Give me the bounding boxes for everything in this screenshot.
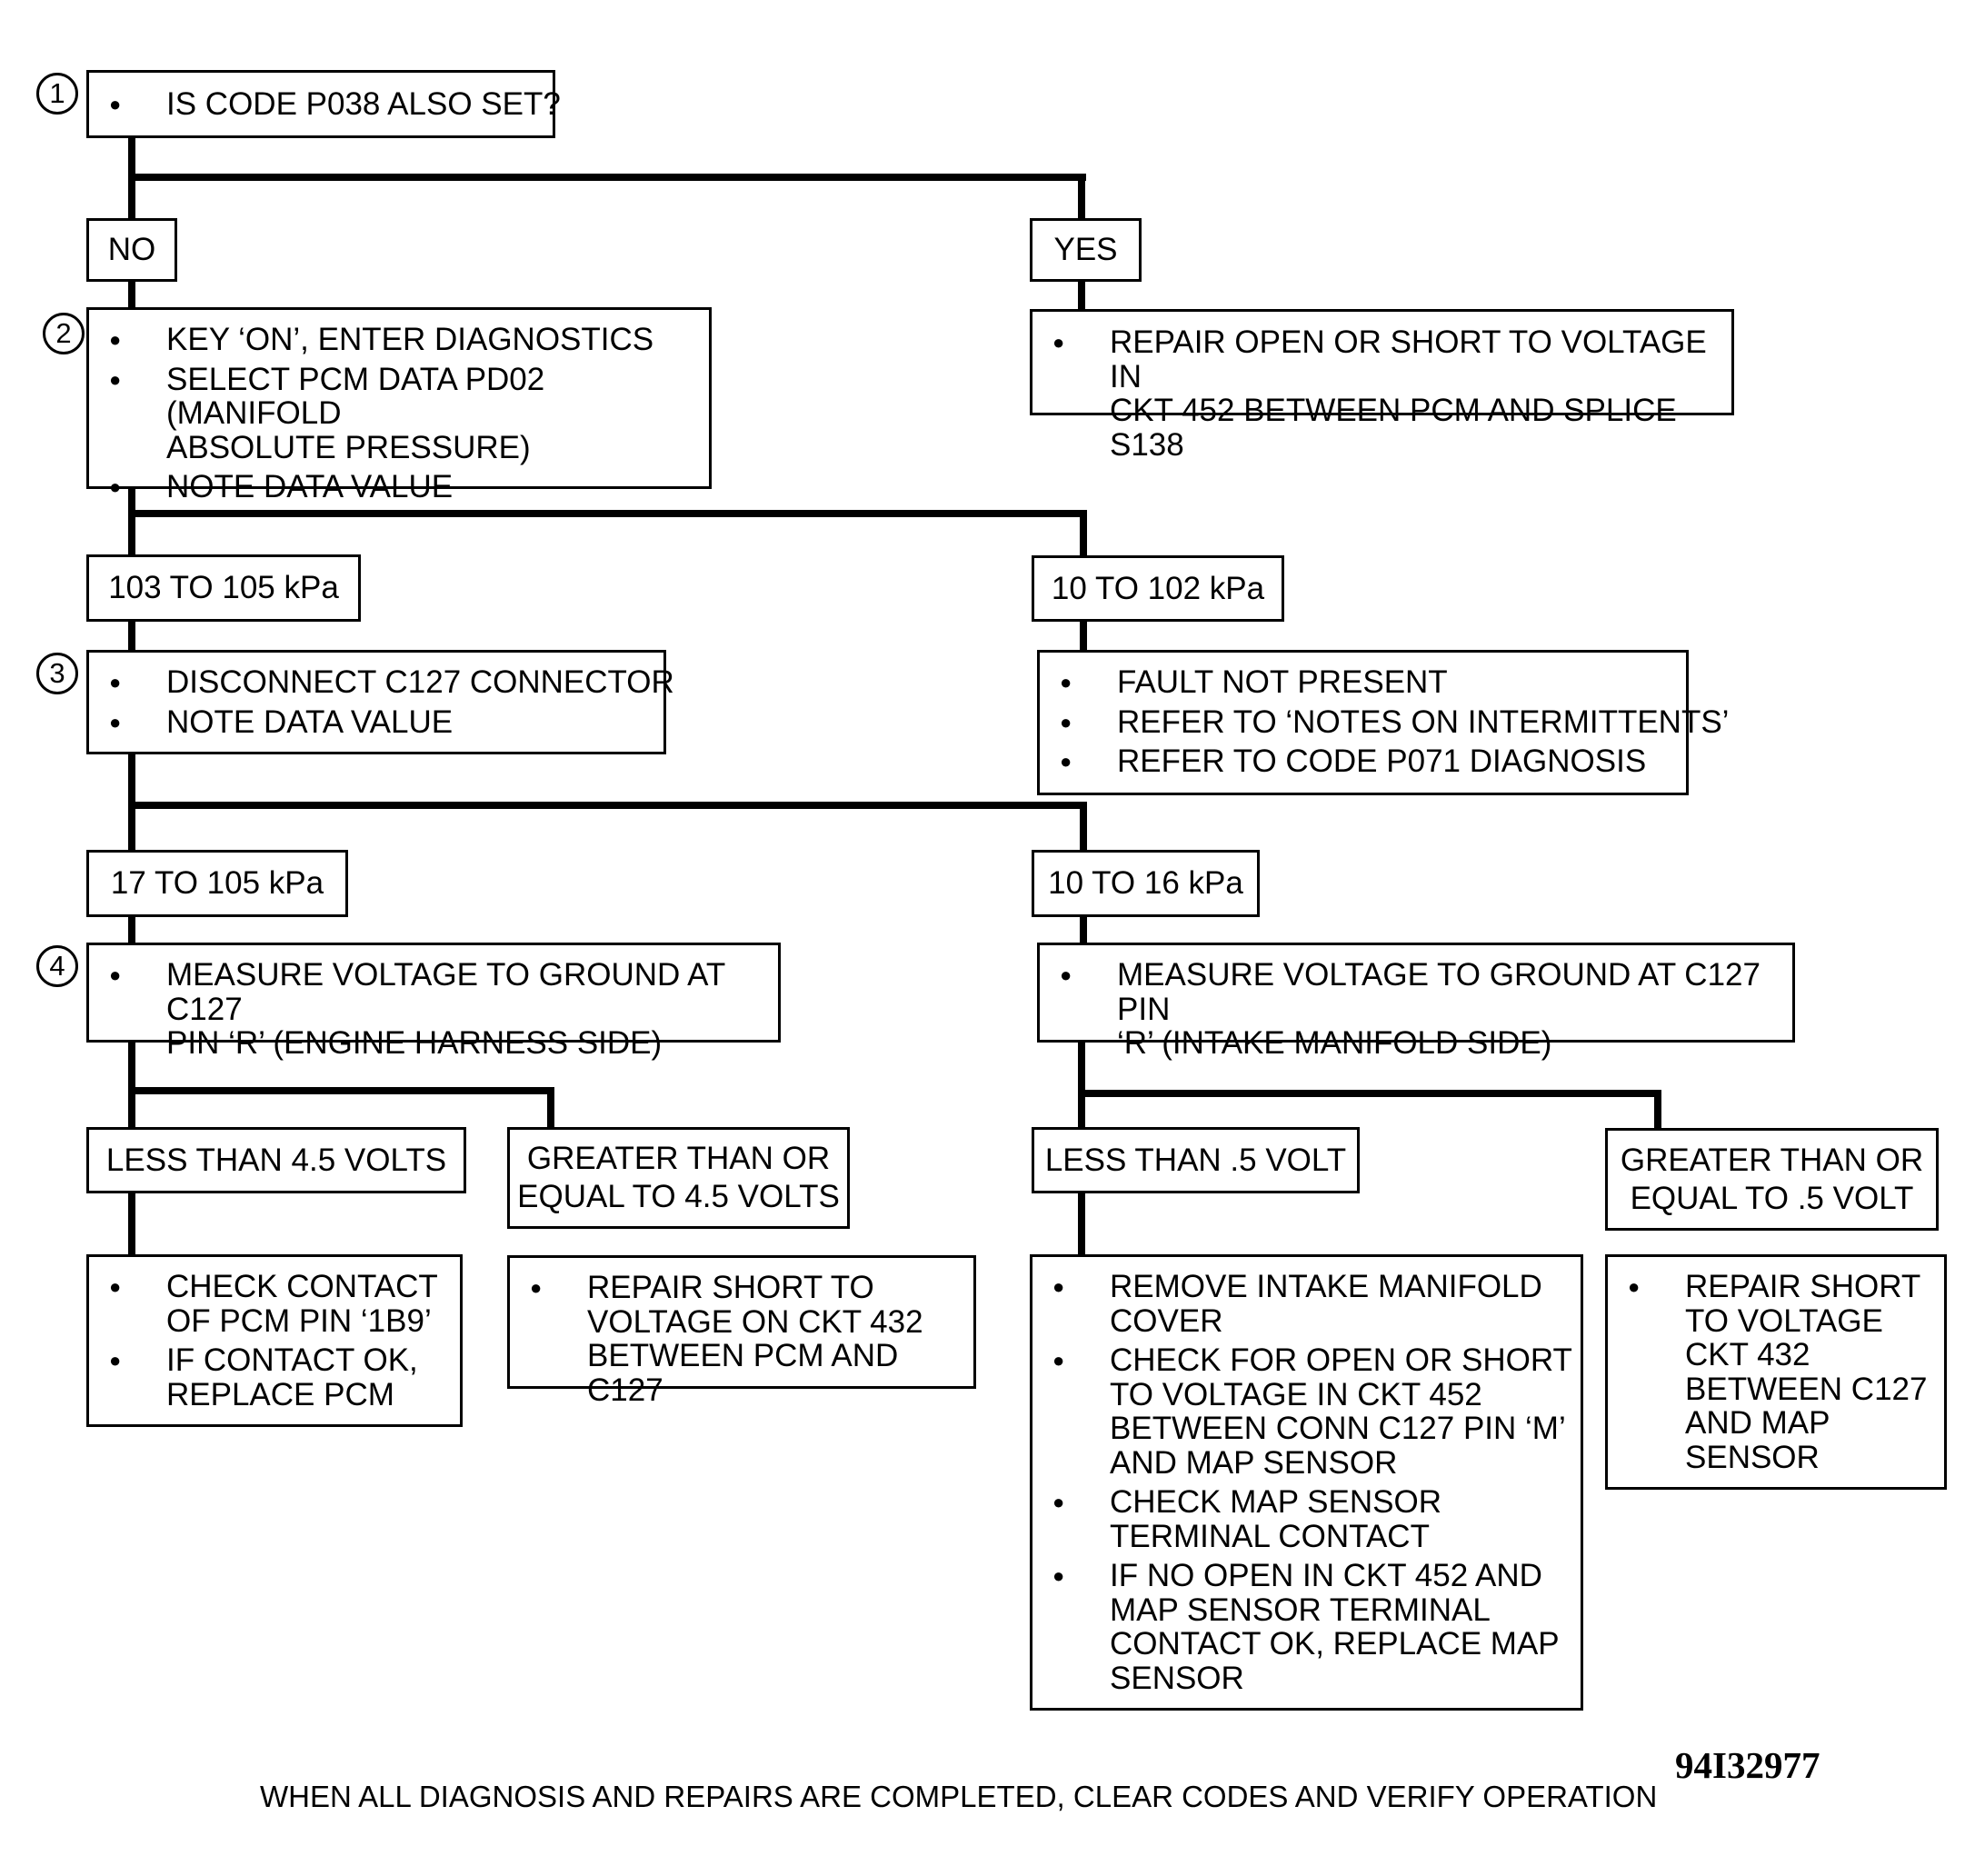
step-2-item: SELECT PCM DATA PD02 (MANIFOLD ABSOLUTE … xyxy=(89,362,709,465)
step-1-items: IS CODE P038 ALSO SET? xyxy=(89,87,561,122)
step-4-box: MEASURE VOLTAGE TO GROUND AT C127 PIN ‘R… xyxy=(86,943,781,1060)
repair-ckt432-pcm-box: REPAIR SHORT TO VOLTAGE ON CKT 432 BETWE… xyxy=(507,1255,976,1407)
step-1-item: IS CODE P038 ALSO SET? xyxy=(89,87,561,122)
measure-intake-side-box: MEASURE VOLTAGE TO GROUND AT C127 PIN ‘R… xyxy=(1037,943,1795,1060)
branch-10-16-kpa: 10 TO 16 kPa xyxy=(1032,850,1260,917)
step-2-items: KEY ‘ON’, ENTER DIAGNOSTICS SELECT PCM D… xyxy=(89,323,709,504)
branch-17-105-kpa: 17 TO 105 kPa xyxy=(86,850,348,917)
fault-not-present-item: REFER TO CODE P071 DIAGNOSIS xyxy=(1040,744,1686,779)
fault-not-present-item: REFER TO ‘NOTES ON INTERMITTENTS’ xyxy=(1040,704,1729,740)
step-1-question: IS CODE P038 ALSO SET? xyxy=(86,70,561,138)
step-3-item: DISCONNECT C127 CONNECTOR xyxy=(89,665,674,700)
measure-intake-side-item: MEASURE VOLTAGE TO GROUND AT C127 PIN ‘R… xyxy=(1040,958,1792,1061)
step-2-number: 2 xyxy=(43,313,85,354)
branch-yes: YES xyxy=(1030,218,1142,282)
branch-103-105-kpa: 103 TO 105 kPa xyxy=(86,554,361,622)
remove-cover-item: REMOVE INTAKE MANIFOLD COVER xyxy=(1032,1270,1581,1338)
remove-cover-item: IF NO OPEN IN CKT 452 AND MAP SENSOR TER… xyxy=(1032,1559,1581,1695)
step-3-box: DISCONNECT C127 CONNECTOR NOTE DATA VALU… xyxy=(86,650,674,754)
step-4-number: 4 xyxy=(36,945,78,987)
check-pcm-contact-items: CHECK CONTACT OF PCM PIN ‘1B9’ IF CONTAC… xyxy=(89,1270,460,1412)
branch-greater-equal-0-5-volt: GREATER THAN OR EQUAL TO .5 VOLT xyxy=(1605,1128,1939,1231)
remove-cover-box: REMOVE INTAKE MANIFOLD COVER CHECK FOR O… xyxy=(1030,1254,1583,1711)
footer-note: WHEN ALL DIAGNOSIS AND REPAIRS ARE COMPL… xyxy=(260,1780,1658,1813)
check-pcm-contact-item: IF CONTACT OK, REPLACE PCM xyxy=(89,1343,460,1412)
check-pcm-contact-box: CHECK CONTACT OF PCM PIN ‘1B9’ IF CONTAC… xyxy=(86,1254,463,1427)
check-pcm-contact-item: CHECK CONTACT OF PCM PIN ‘1B9’ xyxy=(89,1270,460,1338)
branch-10-102-kpa: 10 TO 102 kPa xyxy=(1032,555,1284,622)
step-3-item: NOTE DATA VALUE xyxy=(89,704,663,740)
repair-ckt432-map-item: REPAIR SHORT TO VOLTAGE CKT 432 BETWEEN … xyxy=(1608,1270,1944,1474)
step-2-item: KEY ‘ON’, ENTER DIAGNOSTICS xyxy=(89,323,709,357)
step-1-number: 1 xyxy=(36,73,78,115)
remove-cover-items: REMOVE INTAKE MANIFOLD COVER CHECK FOR O… xyxy=(1032,1270,1581,1695)
remove-cover-item: CHECK MAP SENSOR TERMINAL CONTACT xyxy=(1032,1485,1581,1553)
repair-ckt432-map-box: REPAIR SHORT TO VOLTAGE CKT 432 BETWEEN … xyxy=(1605,1254,1947,1490)
branch-greater-equal-4-5-volts: GREATER THAN OR EQUAL TO 4.5 VOLTS xyxy=(507,1127,850,1229)
branch-less-than-4-5-volts: LESS THAN 4.5 VOLTS xyxy=(86,1127,466,1193)
measure-intake-side-items: MEASURE VOLTAGE TO GROUND AT C127 PIN ‘R… xyxy=(1040,958,1792,1061)
step-3-number: 3 xyxy=(36,653,78,694)
branch-no: NO xyxy=(86,218,177,282)
repair-ckt432-map-items: REPAIR SHORT TO VOLTAGE CKT 432 BETWEEN … xyxy=(1608,1270,1944,1474)
step-4-items: MEASURE VOLTAGE TO GROUND AT C127 PIN ‘R… xyxy=(89,958,778,1061)
fault-not-present-items: FAULT NOT PRESENT REFER TO ‘NOTES ON INT… xyxy=(1040,665,1729,779)
repair-ckt432-pcm-items: REPAIR SHORT TO VOLTAGE ON CKT 432 BETWE… xyxy=(510,1271,973,1407)
fault-not-present-item: FAULT NOT PRESENT xyxy=(1040,665,1686,700)
figure-id: 94I32977 xyxy=(1675,1744,1820,1786)
remove-cover-item: CHECK FOR OPEN OR SHORT TO VOLTAGE IN CK… xyxy=(1032,1343,1581,1480)
fault-not-present-box: FAULT NOT PRESENT REFER TO ‘NOTES ON INT… xyxy=(1037,650,1729,795)
repair-ckt452-items: REPAIR OPEN OR SHORT TO VOLTAGE IN CKT 4… xyxy=(1032,325,1731,462)
step-2-item: NOTE DATA VALUE xyxy=(89,470,709,504)
repair-ckt452-box: REPAIR OPEN OR SHORT TO VOLTAGE IN CKT 4… xyxy=(1030,309,1734,462)
step-2-box: KEY ‘ON’, ENTER DIAGNOSTICS SELECT PCM D… xyxy=(86,307,712,504)
repair-ckt432-pcm-item: REPAIR SHORT TO VOLTAGE ON CKT 432 BETWE… xyxy=(510,1271,973,1407)
step-4-item: MEASURE VOLTAGE TO GROUND AT C127 PIN ‘R… xyxy=(89,958,778,1061)
step-3-items: DISCONNECT C127 CONNECTOR NOTE DATA VALU… xyxy=(89,665,674,740)
branch-less-than-0-5-volt: LESS THAN .5 VOLT xyxy=(1032,1127,1360,1193)
repair-ckt452-item: REPAIR OPEN OR SHORT TO VOLTAGE IN CKT 4… xyxy=(1032,325,1731,462)
